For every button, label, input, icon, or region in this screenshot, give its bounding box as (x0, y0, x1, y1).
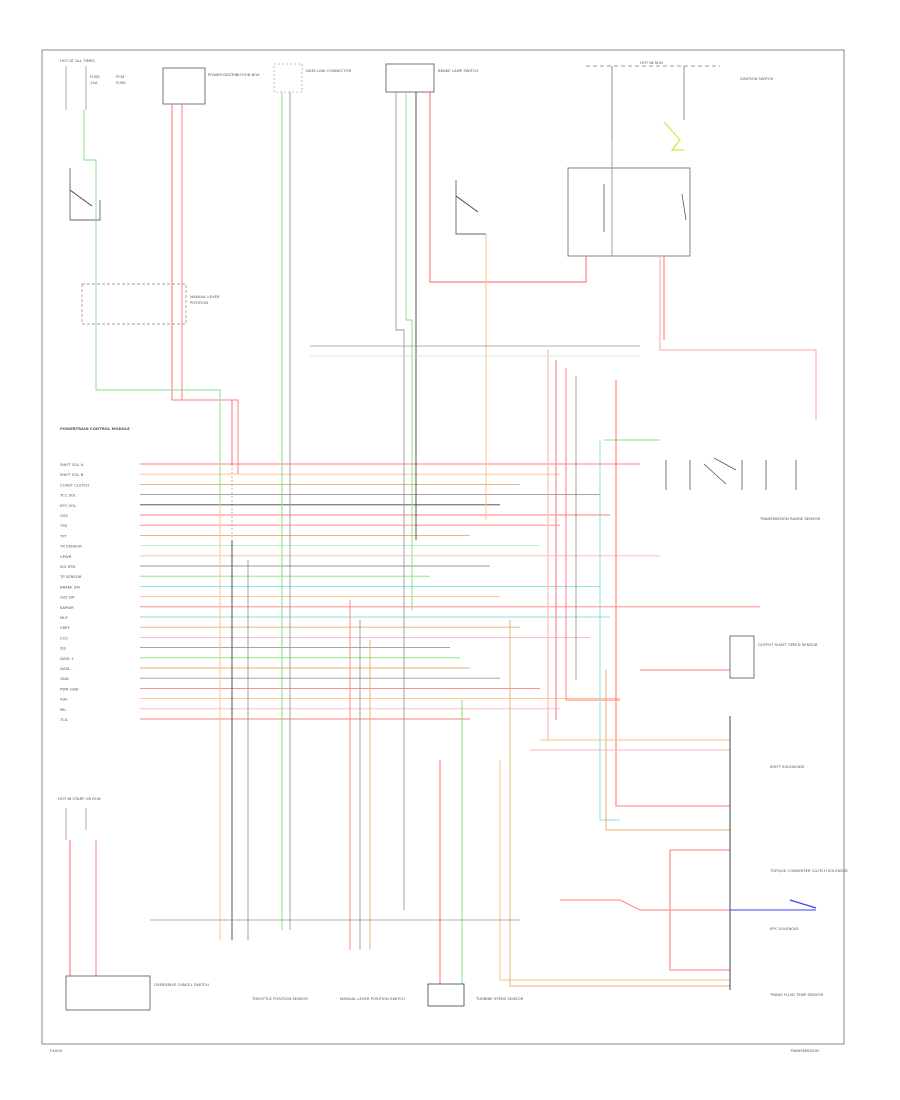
hot-in-run-label: HOT IN RUN (640, 60, 663, 65)
bus-wire-3 (565, 368, 620, 701)
svg-text:15A: 15A (90, 80, 98, 85)
svg-text:MANUAL LEVER: MANUAL LEVER (190, 294, 220, 299)
pcm-pin-label: TFT (59, 533, 67, 538)
pcm-pin-label: OSS (60, 513, 68, 518)
brake-power-wire (429, 92, 587, 283)
pcm-pin-label: TP SENSOR (59, 574, 82, 579)
svg-text:HOT IN START OR RUN: HOT IN START OR RUN (58, 796, 101, 801)
pcm-pin-label: MLP (60, 615, 68, 620)
shift-sol-label: SHIFT SOLENOIDS (770, 764, 805, 769)
hot-at-all-times-label: HOT AT ALL TIMES (60, 58, 95, 63)
ossensor-block: OUTPUT SHAFT SPEED SENSOR (729, 635, 818, 679)
turbine-label: TURBINE SPEED SENSOR (475, 996, 524, 1001)
border-frame (41, 49, 845, 1045)
brake-wire (395, 92, 405, 910)
ignition-switch-label: IGNITION SWITCH (740, 76, 774, 81)
turbine-sensor-block: TURBINE SPEED SENSOR (427, 983, 524, 1007)
tr-sensor-block: TRANSMISSION RANGE SENSOR (665, 457, 821, 521)
pdb-label: POWER DISTRIBUTION BOX (208, 72, 260, 77)
pcm-pin-label: PWR GND (60, 686, 79, 691)
tp-relay-left: MANUAL LEVER POSITION (81, 283, 220, 325)
brake-switch-label: BRAKE LAMP SWITCH (438, 68, 478, 73)
tr-sensor-label: TRANSMISSION RANGE SENSOR (759, 516, 821, 521)
tp-sensor-label: THROTTLE POSITION SENSOR (251, 996, 308, 1001)
brake-wire-2 (405, 92, 413, 610)
pcm-pin-label: BRAKE SW (60, 584, 80, 589)
pcm-pin-labels: SHIFT SOL A SHIFT SOL B COAST CLUTCH TCC SO… (59, 462, 89, 722)
brake-switch-box: BRAKE LAMP SWITCH (385, 63, 478, 93)
oss-label: OUTPUT SHAFT SPEED SENSOR (758, 642, 818, 647)
pcm-pin-label: IGN (60, 697, 67, 702)
od-switch-bottom: OVERDRIVE CANCEL SWITCH (65, 975, 209, 1011)
epc-label: EPC SOLENOID (770, 926, 798, 931)
pcm-pin-label: VREF (60, 625, 70, 630)
od-switch-left (69, 168, 101, 221)
pdb-wire-2 (181, 104, 239, 474)
cyan-wire (599, 440, 620, 821)
pcm-pin-label: TCC SOL (59, 493, 77, 498)
tft-label: TRANS FLUID TEMP SENSOR (769, 992, 824, 997)
mlps-block: MANUAL LEVER POSITION SWITCH (340, 996, 405, 1001)
pdb-box: POWER DISTRIBUTION BOX (162, 67, 260, 105)
relay-box (567, 121, 691, 257)
tcc-label: TORQUE CONVERTER CLUTCH SOLENOID (769, 868, 848, 873)
tcc-wire (560, 899, 730, 911)
pcm-pin-label: DATA - (60, 666, 73, 671)
tft-wire (509, 620, 730, 987)
mlps-label: MANUAL LEVER POSITION SWITCH (340, 996, 405, 1001)
epc-wire (499, 760, 730, 981)
pcm-block: POWERTRAIN CONTROL MODULE SHIFT SOL ASHI… (59, 426, 233, 736)
pdb-wire (171, 104, 233, 466)
pcm-pin-label: DATA + (60, 656, 74, 661)
pcm-pin-label: EPC SOL (60, 503, 77, 508)
mid-switch (455, 180, 486, 235)
pcm-pin-label: O/D SW (60, 595, 75, 600)
trans-wire-4 (669, 850, 730, 971)
relay-wire (659, 256, 817, 420)
pcm-pin-label: VPWR (60, 554, 72, 559)
svg-text:POSITION: POSITION (190, 300, 208, 305)
svg-text:PCM: PCM (116, 74, 124, 79)
pcm-label: POWERTRAIN CONTROL MODULE (60, 426, 130, 431)
dlc-label: DATA LINK CONNECTOR (306, 68, 351, 73)
pcm-pin-label: CCS (60, 635, 68, 640)
tcc-block: TORQUE CONVERTER CLUTCH SOLENOID (769, 868, 848, 909)
hot-wire (83, 110, 221, 500)
footer-left: F4A00 (50, 1048, 63, 1053)
epc-block: EPC SOLENOID (770, 926, 798, 931)
tp-sensor-block: THROTTLE POSITION SENSOR (251, 996, 308, 1001)
shift-solenoid-block: SHIFT SOLENOIDS (770, 764, 805, 769)
pcm-pin-label: KAPWR (60, 605, 74, 610)
pcm-pin-label: TCIL (59, 717, 69, 722)
shift-wire-b (605, 670, 730, 831)
dlc-box: DATA LINK CONNECTOR (273, 63, 351, 93)
pcm-pin-label: ISS (60, 646, 67, 651)
footer-right: TRANSMISSION (789, 1048, 819, 1053)
pcm-pin-label: MIL (60, 707, 67, 712)
tft-block: TRANS FLUID TEMP SENSOR (769, 992, 824, 997)
pcm-pin-label: TR SENSOR (59, 544, 82, 549)
bottom-left-fuse: HOT IN START OR RUN (58, 796, 101, 840)
od-switch-label: OVERDRIVE CANCEL SWITCH (154, 982, 209, 987)
pcm-pin-label: SHIFT SOL B (60, 472, 84, 477)
shift-wire-a (615, 380, 730, 807)
hot-in-run-block: HOT IN RUN IGNITION SWITCH (586, 60, 774, 140)
svg-text:FUSE: FUSE (90, 74, 100, 79)
hot-at-all-times-block: HOT AT ALL TIMES FUSE 15A PCM FUSE (60, 58, 126, 110)
pcm-pin-label: COAST CLUTCH (60, 482, 89, 487)
svg-text:FUSE: FUSE (116, 80, 126, 85)
pcm-pin-label: SHIFT SOL A (60, 462, 84, 467)
pcm-pin-label: SIG RTN (60, 564, 75, 569)
pdb-rect (162, 67, 206, 105)
wire-harness (69, 92, 817, 987)
pcm-pin-label: TSS (59, 523, 68, 528)
pcm-pin-label: GND (60, 676, 69, 681)
